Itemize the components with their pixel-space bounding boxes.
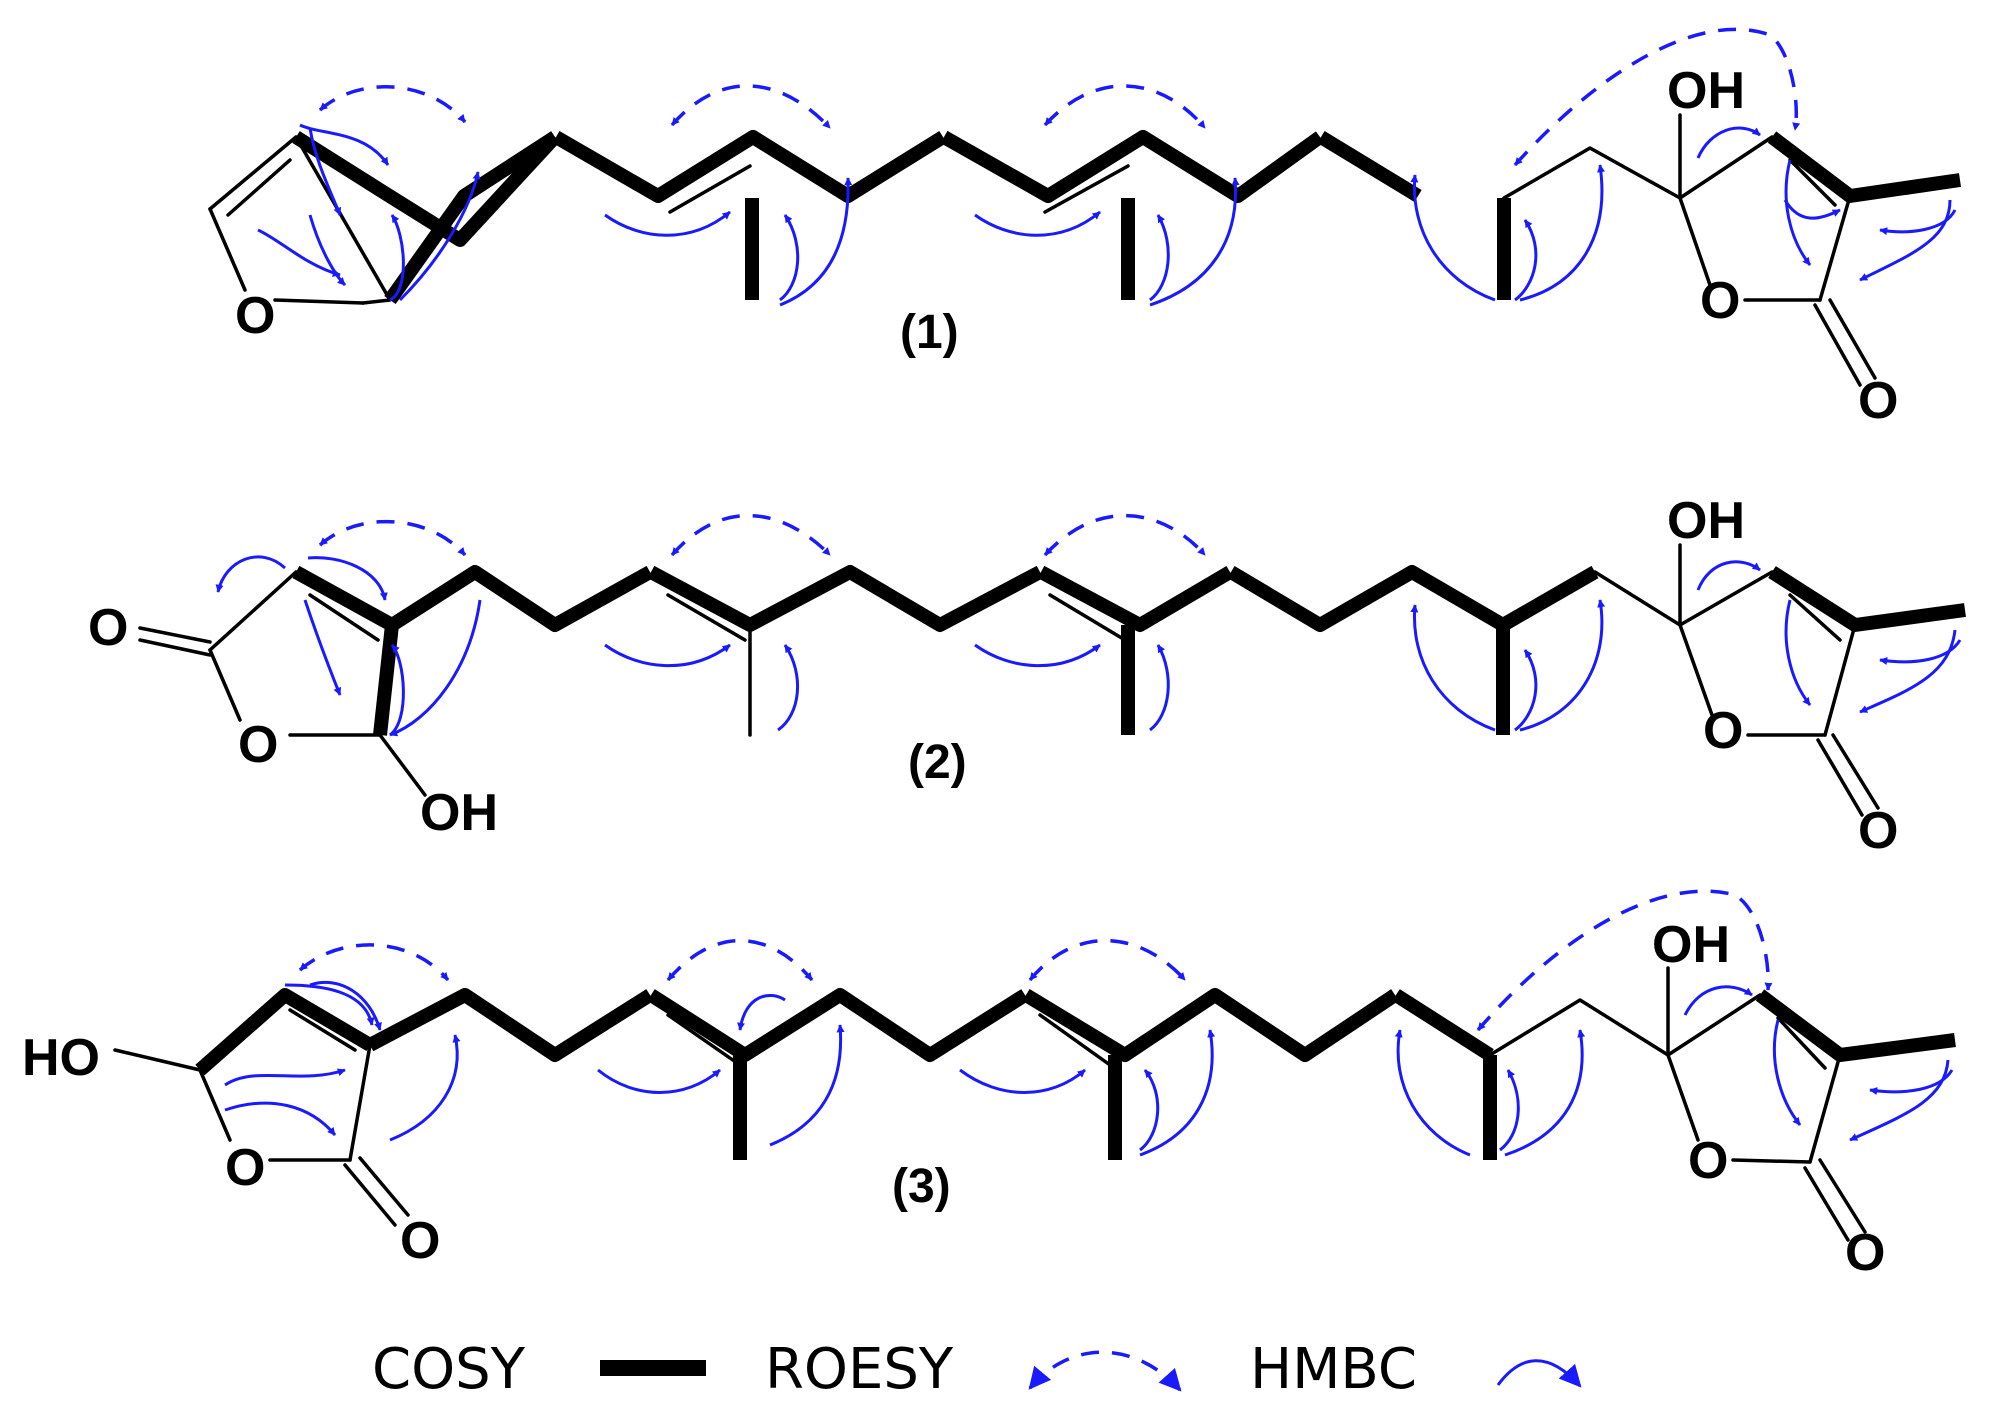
- roesy-arrows-2: [318, 513, 1207, 557]
- legend: COSY ROESY HMBC: [372, 1337, 1582, 1402]
- compound-label-2: (2): [908, 736, 967, 789]
- ring-oxygen-3-left: O: [225, 1139, 265, 1197]
- legend-roesy-label: ROESY: [765, 1337, 954, 1402]
- hydroxyl-label-2-right: OH: [1667, 492, 1745, 550]
- compound-1: O OH O O (1): [208, 27, 1962, 430]
- ring-oxygen-2-left: O: [238, 716, 278, 774]
- compound-label-1: (1): [900, 306, 959, 359]
- legend-roesy-arrow: [1028, 1350, 1182, 1392]
- hydroxyl-label-3-left: HO: [22, 1029, 100, 1087]
- roesy-arrows-3: [298, 889, 1773, 1032]
- compound-3: HO O O OH O O (3): [22, 889, 1956, 1282]
- bonds-3: [113, 966, 1867, 1242]
- carbonyl-oxygen-1: O: [1858, 372, 1898, 430]
- compound-label-3: (3): [892, 1160, 951, 1213]
- carbonyl-oxygen-2-left: O: [88, 599, 128, 657]
- lactone-ring-oxygen-1: O: [1700, 272, 1740, 330]
- carbonyl-oxygen-3-right: O: [1845, 1224, 1885, 1282]
- legend-hmbc-arrow: [1496, 1359, 1582, 1388]
- bonds-1: [208, 113, 1877, 387]
- hmbc-arrows-1: [257, 123, 1957, 307]
- hydroxyl-label-3-right: OH: [1652, 916, 1730, 974]
- roesy-arrows-1: [318, 27, 1801, 167]
- hmbc-arrows-3: [224, 980, 1954, 1157]
- compound-2: O O OH OH O O (2): [88, 492, 1966, 860]
- carbonyl-oxygen-2-right: O: [1858, 802, 1898, 860]
- lactone-ring-oxygen-2: O: [1703, 702, 1743, 760]
- bonds-2: [138, 543, 1880, 817]
- hydroxyl-label-2-left: OH: [420, 784, 498, 842]
- legend-cosy-label: COSY: [372, 1337, 526, 1402]
- hmbc-arrows-2: [215, 555, 1962, 737]
- carbonyl-oxygen-3-left: O: [400, 1212, 440, 1270]
- lactone-ring-oxygen-3: O: [1688, 1132, 1728, 1190]
- legend-hmbc-label: HMBC: [1250, 1337, 1417, 1402]
- furan-oxygen-1: O: [235, 287, 275, 345]
- hydroxyl-label-1: OH: [1667, 62, 1745, 120]
